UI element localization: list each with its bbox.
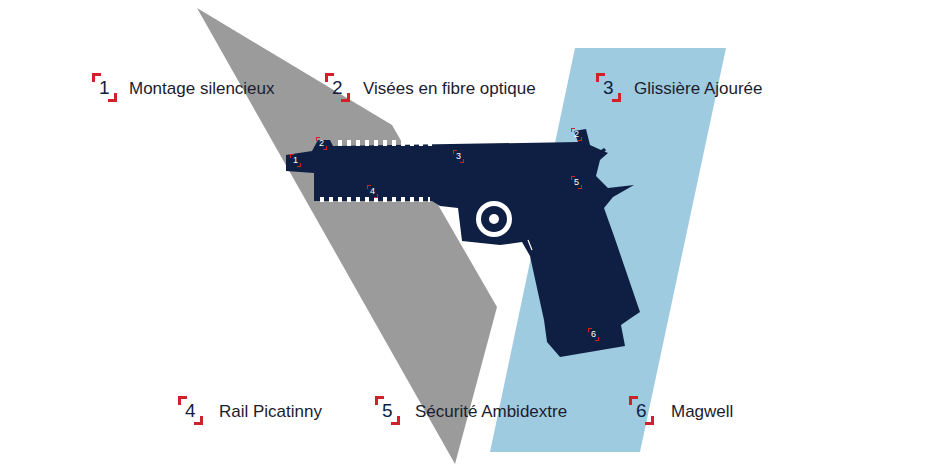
callout-number: 6: [629, 396, 654, 425]
hammer: [598, 148, 606, 156]
trigger-ring-inner: [481, 206, 507, 232]
callout-number: 5: [375, 396, 400, 425]
part-name: Visées en fibre optique: [363, 80, 536, 97]
part-name: Magwell: [671, 403, 733, 420]
callout-number: 4: [367, 185, 378, 198]
callout-number: 4: [178, 396, 203, 425]
part-name: Sécurité Ambidextre: [415, 403, 567, 420]
trigger-ring: [476, 201, 512, 237]
callout-number: 2: [571, 128, 582, 141]
slide-serrations: [336, 140, 436, 146]
callout-number: 2: [325, 73, 350, 102]
part-name: Montage silencieux: [129, 80, 275, 97]
grey-band: [197, 8, 497, 464]
rail-teeth: [320, 197, 430, 202]
callout-number: 5: [571, 176, 582, 189]
callout-number: 6: [588, 328, 599, 341]
callout-number: 1: [290, 154, 301, 167]
callout-number: 3: [453, 150, 464, 163]
part-name: Rail Picatinny: [219, 403, 322, 420]
callout-number: 1: [92, 73, 117, 102]
part-name: Glissière Ajourée: [634, 80, 763, 97]
pistol-silhouette: [286, 129, 640, 357]
grip-line: [528, 240, 532, 250]
callout-number: 3: [596, 73, 621, 102]
callout-number: 2: [316, 137, 327, 150]
trigger-ring-hole: [489, 214, 499, 224]
